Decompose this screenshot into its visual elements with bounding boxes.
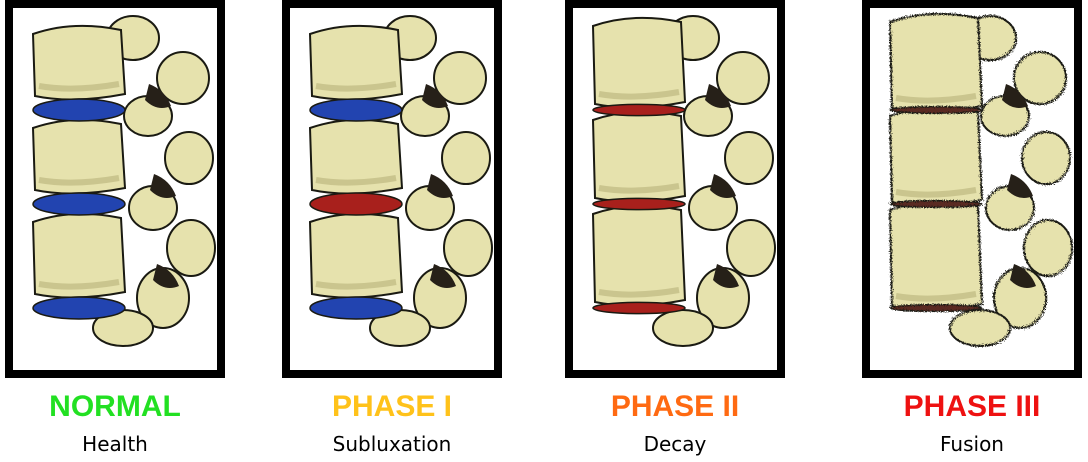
phase-label: PHASE III [862, 390, 1082, 424]
intervertebral-disc [310, 99, 402, 121]
panel-phase-3: PHASE III Fusion [862, 0, 1082, 462]
vertebral-process [444, 220, 492, 276]
panel-phase-2: PHASE II Decay [565, 0, 785, 462]
intervertebral-disc [310, 297, 402, 319]
intervertebral-disc [593, 104, 685, 115]
intervertebral-disc [593, 198, 685, 209]
phase-label: PHASE I [282, 390, 502, 424]
intervertebral-disc [33, 99, 125, 121]
spine-illustration-phase-3 [870, 8, 1074, 370]
intervertebral-disc [890, 305, 982, 312]
phase-description: Decay [565, 432, 785, 456]
vertebral-process [653, 310, 713, 346]
intervertebral-disc [310, 193, 402, 215]
intervertebral-disc [890, 107, 982, 114]
vertebral-process [442, 132, 490, 184]
vertebral-process [167, 220, 215, 276]
phase-label: NORMAL [5, 390, 225, 424]
spine-illustration-phase-1 [290, 8, 494, 370]
vertebral-process [725, 132, 773, 184]
phase-description: Fusion [862, 432, 1082, 456]
vertebral-process [1022, 132, 1070, 184]
spine-frame-phase-3 [862, 0, 1082, 378]
phase-description: Subluxation [282, 432, 502, 456]
intervertebral-disc [33, 193, 125, 215]
intervertebral-disc [33, 297, 125, 319]
vertebral-process [165, 132, 213, 184]
intervertebral-disc [890, 201, 982, 208]
intervertebral-disc [593, 302, 685, 313]
panel-phase-1: PHASE I Subluxation [282, 0, 502, 462]
spine-frame-normal [5, 0, 225, 378]
panel-normal: NORMAL Health [5, 0, 225, 462]
spine-frame-phase-2 [565, 0, 785, 378]
vertebral-process [1024, 220, 1072, 276]
spine-illustration-phase-2 [573, 8, 777, 370]
vertebral-process [950, 310, 1010, 346]
vertebral-process [727, 220, 775, 276]
spine-frame-phase-1 [282, 0, 502, 378]
phase-label: PHASE II [565, 390, 785, 424]
spine-illustration-normal [13, 8, 217, 370]
phase-description: Health [5, 432, 225, 456]
